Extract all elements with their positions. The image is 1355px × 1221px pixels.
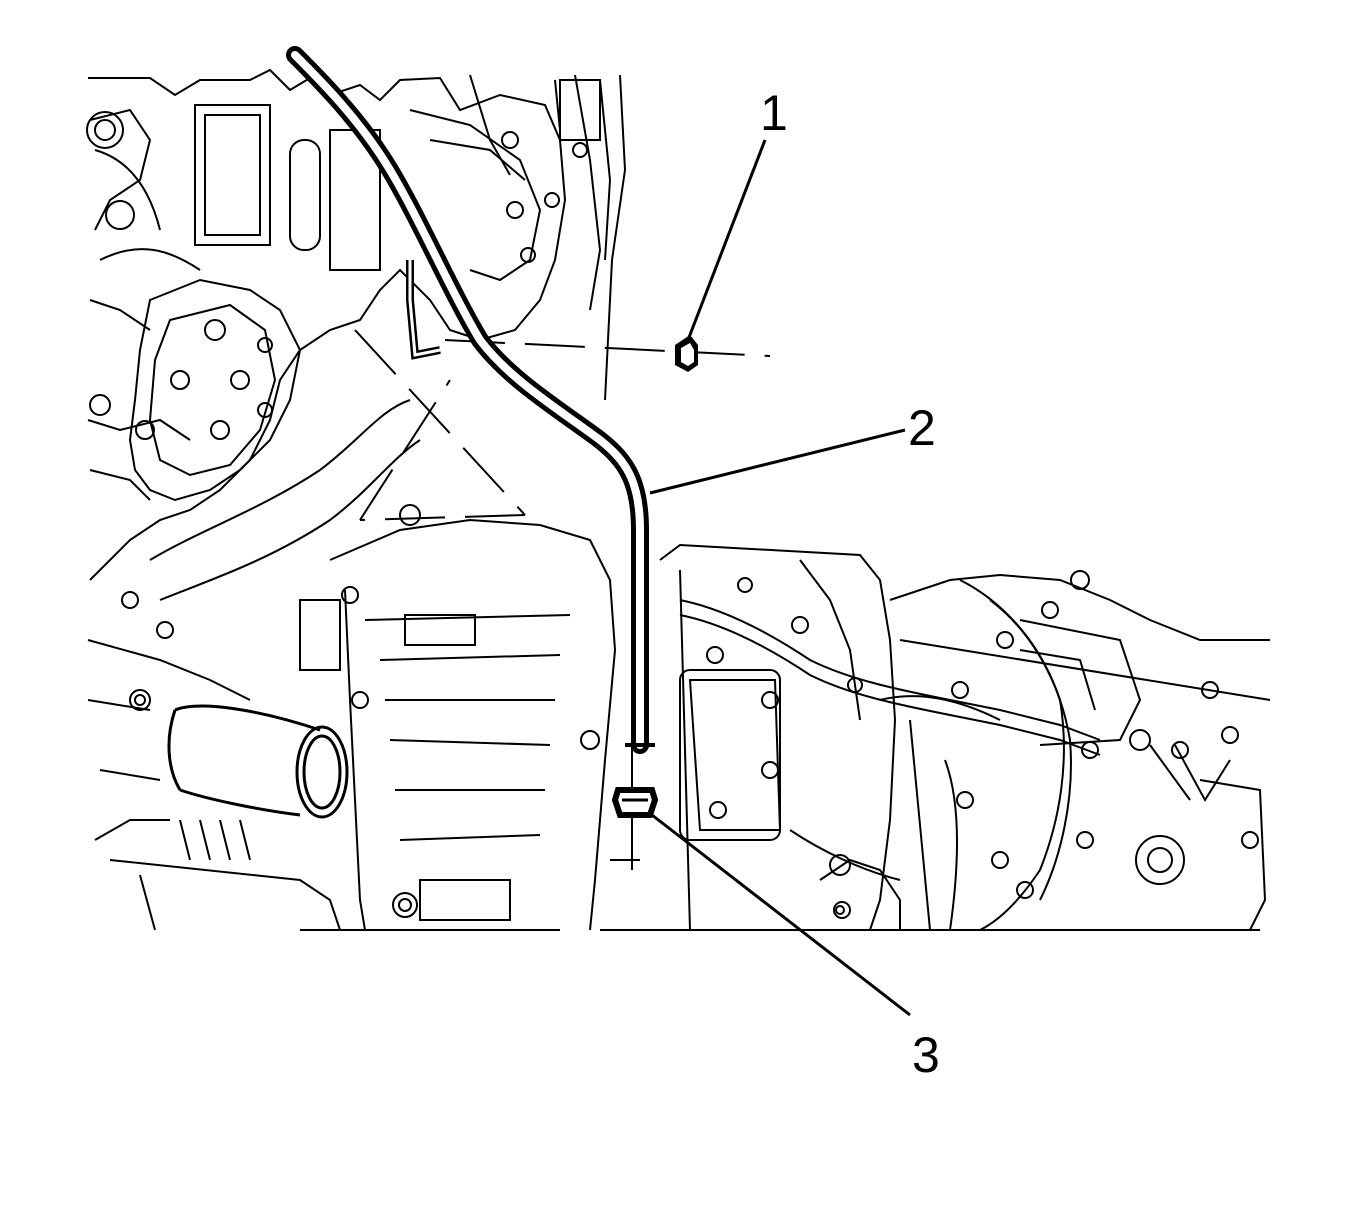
leader-line-3	[651, 813, 911, 1017]
callout-1: 1	[760, 85, 788, 141]
transmission-housing	[299, 504, 1271, 931]
cooler-line	[679, 599, 1101, 756]
callout-labels: 1 2 3	[760, 85, 940, 1083]
leader-line-2	[649, 428, 906, 495]
callout-2: 2	[908, 400, 936, 456]
oil-filter	[167, 704, 349, 819]
leader-lines	[649, 139, 911, 1017]
engine-block	[86, 68, 567, 639]
callout-3: 3	[912, 1027, 940, 1083]
removal-guide-lines	[354, 329, 771, 870]
dipstick-seal	[611, 787, 659, 818]
frame-crossmember	[87, 639, 1260, 931]
cable-routing	[469, 74, 627, 401]
dipstick-tube	[286, 46, 655, 754]
bracket-bolt	[675, 335, 698, 372]
leader-line-1	[686, 139, 767, 341]
